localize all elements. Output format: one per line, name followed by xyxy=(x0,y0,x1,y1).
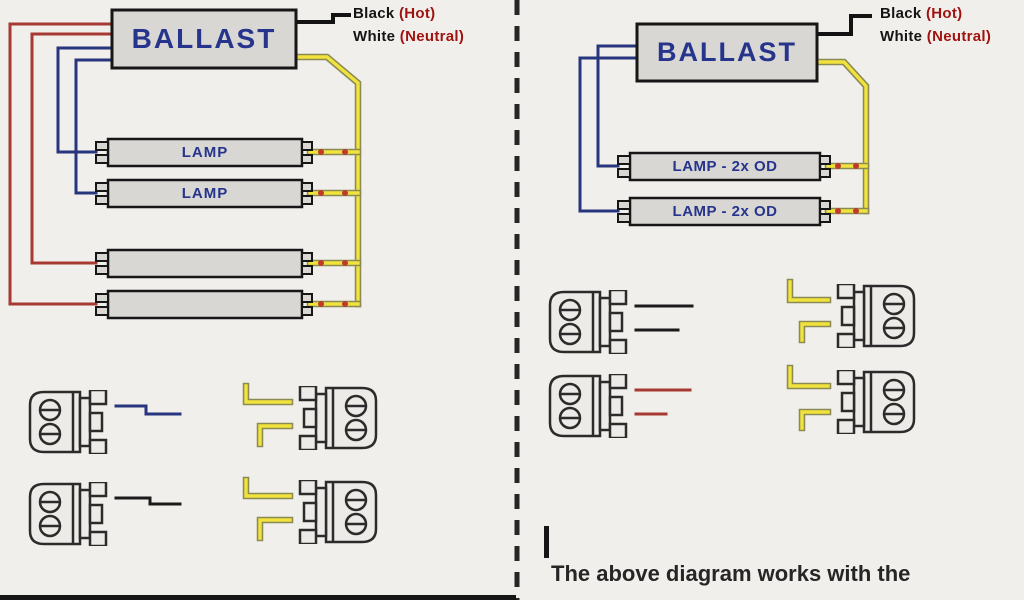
ballast-label: BALLAST xyxy=(657,37,797,67)
left-panel xyxy=(8,8,378,546)
red-wire-left-1 xyxy=(8,22,114,306)
red-wire-left-2 xyxy=(30,32,114,265)
footer-caption: The above diagram works with the xyxy=(551,561,911,586)
ballast-label: BALLAST xyxy=(131,23,277,54)
socket-wire-yellow xyxy=(800,322,830,342)
hot-qualifier: (Hot) xyxy=(399,5,436,22)
yellow-jumper-outline xyxy=(306,148,362,308)
blue-wire-left-2 xyxy=(74,58,114,195)
lamp-socket xyxy=(28,390,108,454)
supply-wire-right xyxy=(815,14,872,36)
supply-wire-left xyxy=(294,13,351,24)
yellow-jumpers xyxy=(308,150,360,306)
lamp-label: LAMP xyxy=(181,144,229,161)
hot-qualifier: (Hot) xyxy=(926,5,963,22)
hot-word: Black xyxy=(880,5,922,22)
neutral-word: White xyxy=(880,28,923,45)
tick-mark xyxy=(544,526,549,558)
yellow-wire-outline xyxy=(813,58,870,215)
socket-wire-black xyxy=(114,496,182,506)
lamp-1 xyxy=(95,137,348,168)
blue-wire-right-2 xyxy=(578,56,639,213)
lamp-socket-mirrored xyxy=(298,386,378,450)
lamp-socket xyxy=(548,290,628,354)
bottom-border xyxy=(0,595,516,600)
lamp-label: LAMP xyxy=(181,185,229,202)
lamp-2xod-1 xyxy=(617,151,859,182)
lamp-3 xyxy=(95,248,348,279)
lamp-2 xyxy=(95,178,348,209)
socket-wire-yellow xyxy=(244,384,292,404)
hot-word: Black xyxy=(353,5,395,22)
socket-wire-blue xyxy=(114,404,182,416)
lamp-socket-mirrored xyxy=(836,284,916,348)
neutral-wire-label: White (Neutral) xyxy=(353,28,464,51)
socket-wire-yellow xyxy=(800,410,830,430)
lamp-label: LAMP - 2x OD xyxy=(672,203,778,220)
hot-wire-label: Black (Hot) xyxy=(353,5,464,28)
neutral-wire-label: White (Neutral) xyxy=(880,28,991,51)
lamp-socket xyxy=(28,482,108,546)
yellow-wire xyxy=(815,60,868,213)
neutral-qualifier: (Neutral) xyxy=(926,28,992,45)
lamp-label: LAMP - 2x OD xyxy=(672,158,778,175)
socket-wire-yellow xyxy=(244,478,292,498)
blue-wire-left-1 xyxy=(56,46,114,154)
wire-labels-right: Black (Hot) White (Neutral) xyxy=(880,5,991,51)
neutral-word: White xyxy=(353,28,396,45)
socket-wire-yellow xyxy=(258,424,292,446)
wire-labels-left: Black (Hot) White (Neutral) xyxy=(353,5,464,51)
socket-wire-yellow xyxy=(788,280,830,302)
hot-wire-label: Black (Hot) xyxy=(880,5,991,28)
neutral-qualifier: (Neutral) xyxy=(399,28,465,45)
socket-wire-yellow xyxy=(788,366,830,388)
lamp-socket xyxy=(548,374,628,438)
ballast-box xyxy=(110,8,298,70)
ballast-box xyxy=(635,22,819,83)
socket-wire-yellow xyxy=(258,518,292,540)
lamp-socket-mirrored xyxy=(836,370,916,434)
lamp-4 xyxy=(95,289,348,320)
lamp-socket-mirrored xyxy=(298,480,378,544)
blue-wire-right-1 xyxy=(596,44,639,168)
yellow-jumper-outline xyxy=(824,162,870,215)
yellow-jumpers xyxy=(826,164,868,213)
lamp-2xod-2 xyxy=(617,196,859,227)
right-panel xyxy=(544,14,916,558)
